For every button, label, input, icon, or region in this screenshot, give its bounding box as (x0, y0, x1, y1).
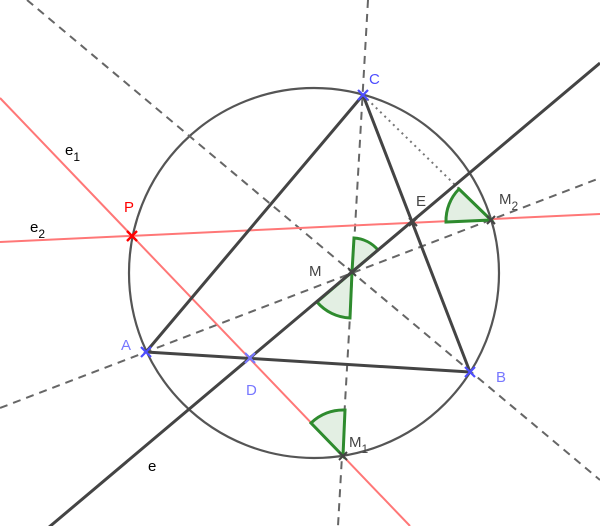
segment-ac[interactable] (144, 94, 365, 353)
label-m2-main: M (499, 191, 512, 208)
line-e[interactable] (48, 61, 600, 526)
label-line-e: e (148, 458, 156, 475)
label-c: C (369, 71, 380, 88)
segment-ab[interactable] (145, 350, 471, 374)
label-m1-sub: 1 (362, 442, 369, 456)
label-m1: M1 (349, 434, 369, 456)
label-m1-main: M (349, 434, 362, 451)
point-p-marker[interactable] (126, 230, 138, 242)
dashed-line-am2[interactable] (0, 177, 600, 409)
dashed-line-diagonal[interactable] (26, 0, 600, 481)
label-e2: e2 (30, 219, 45, 241)
point-m1-marker[interactable] (338, 451, 348, 461)
label-e2-main: e (30, 219, 38, 236)
label-m2: M2 (499, 191, 519, 213)
point-c-marker[interactable] (357, 89, 369, 101)
label-e1-sub: 1 (73, 150, 80, 164)
point-d-marker[interactable] (244, 352, 256, 364)
label-m2-sub: 2 (512, 199, 519, 213)
label-e1: e1 (65, 142, 80, 164)
label-m: M (309, 263, 322, 280)
label-e2-sub: 2 (38, 227, 45, 241)
label-d: D (246, 382, 257, 399)
point-a-marker[interactable] (140, 346, 152, 358)
label-e1-main: e (65, 142, 73, 159)
point-m-marker[interactable] (347, 267, 357, 277)
label-b: B (496, 369, 506, 386)
label-e-point: E (416, 193, 426, 210)
angle-at-m-lower[interactable] (314, 268, 354, 320)
circumcircle[interactable] (127, 86, 501, 460)
label-a: A (121, 337, 131, 354)
angle-at-m1[interactable] (308, 408, 347, 460)
point-b-marker[interactable] (464, 366, 476, 378)
angle-at-m2[interactable] (444, 186, 495, 224)
label-p: P (124, 199, 134, 216)
line-e2[interactable] (0, 213, 600, 243)
segment-cb[interactable] (361, 94, 472, 373)
point-m2-marker[interactable] (486, 215, 496, 225)
point-e-marker[interactable] (408, 217, 418, 227)
